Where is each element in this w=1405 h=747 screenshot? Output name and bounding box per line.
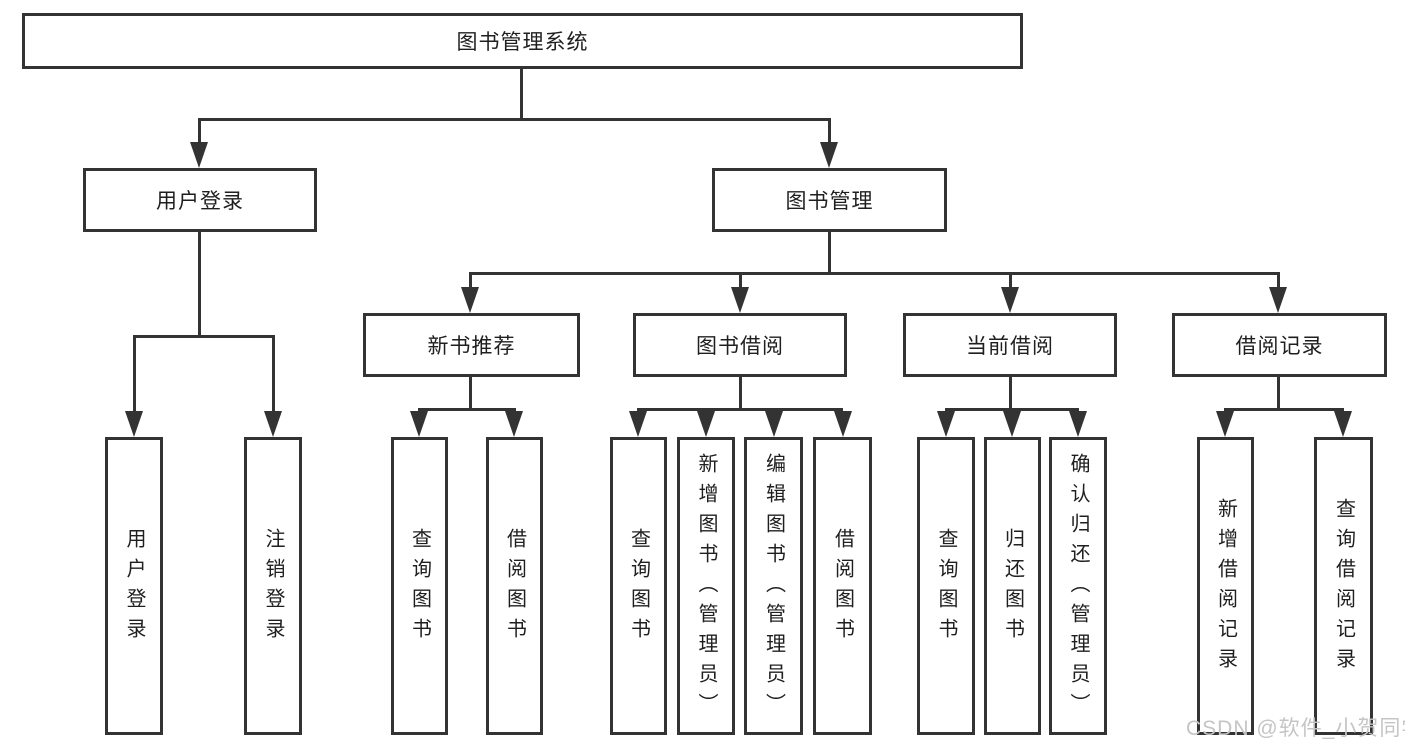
connector-line [520, 68, 523, 118]
connector-line [1009, 377, 1012, 408]
connector-line [133, 335, 275, 338]
connector-line [1277, 377, 1280, 408]
arrow-down-icon [1003, 411, 1021, 437]
connector-line [198, 118, 831, 121]
arrow-down-icon [505, 411, 523, 437]
connector-line [133, 335, 136, 413]
connector-line [1009, 272, 1012, 288]
leaf-records-add-record: 新增借阅记录 [1197, 437, 1254, 735]
connector-line [198, 118, 201, 144]
leaf-user-login: 用户登录 [105, 437, 163, 735]
leaf-recommend-borrow-book: 借阅图书 [486, 437, 543, 735]
connector-line [469, 377, 472, 408]
leaf-borrow-query-book: 查询图书 [610, 437, 667, 735]
leaf-borrow-edit-book-admin: 编辑图书（管理员） [744, 437, 803, 735]
connector-line [828, 232, 831, 275]
arrow-down-icon [820, 142, 838, 168]
arrow-down-icon [731, 287, 749, 313]
arrow-down-icon [461, 287, 479, 313]
arrow-down-icon [125, 411, 143, 437]
arrow-down-icon [765, 411, 783, 437]
node-book-management: 图书管理 [712, 168, 947, 232]
leaf-logout: 注销登录 [244, 437, 302, 735]
arrow-down-icon [1069, 411, 1087, 437]
leaf-current-query-book: 查询图书 [917, 437, 975, 735]
arrow-down-icon [190, 142, 208, 168]
connector-line [469, 272, 472, 288]
leaf-borrow-add-book-admin: 新增图书（管理员） [677, 437, 735, 735]
node-borrow-records: 借阅记录 [1172, 313, 1387, 377]
leaf-current-confirm-return-admin: 确认归还（管理员） [1049, 437, 1107, 735]
arrow-down-icon [410, 411, 428, 437]
connector-line [418, 408, 516, 411]
connector-line [272, 335, 275, 413]
csdn-watermark: CSDN @软件_小贺同学 [1186, 717, 1405, 740]
connector-line [945, 408, 1079, 411]
leaf-records-query-record: 查询借阅记录 [1314, 437, 1373, 735]
connector-line [1277, 272, 1280, 288]
arrow-down-icon [697, 411, 715, 437]
connector-line [198, 232, 201, 338]
connector-line [739, 272, 742, 288]
node-new-book-recommend: 新书推荐 [363, 313, 580, 377]
arrow-down-icon [937, 411, 955, 437]
leaf-recommend-query-book: 查询图书 [391, 437, 448, 735]
arrow-down-icon [1269, 287, 1287, 313]
arrow-down-icon [1334, 411, 1352, 437]
arrow-down-icon [1216, 411, 1234, 437]
leaf-borrow-borrow-book: 借阅图书 [813, 437, 872, 735]
arrow-down-icon [264, 411, 282, 437]
node-book-borrow: 图书借阅 [633, 313, 847, 377]
connector-line [637, 408, 843, 411]
connector-line [1224, 408, 1344, 411]
node-user-login: 用户登录 [83, 168, 317, 232]
arrow-down-icon [629, 411, 647, 437]
arrow-down-icon [1001, 287, 1019, 313]
node-current-borrow: 当前借阅 [903, 313, 1117, 377]
connector-line [739, 377, 742, 408]
node-root-library-system: 图书管理系统 [22, 13, 1023, 69]
connector-line [469, 272, 1280, 275]
connector-line [828, 118, 831, 144]
leaf-current-return-book: 归还图书 [984, 437, 1041, 735]
arrow-down-icon [834, 411, 852, 437]
